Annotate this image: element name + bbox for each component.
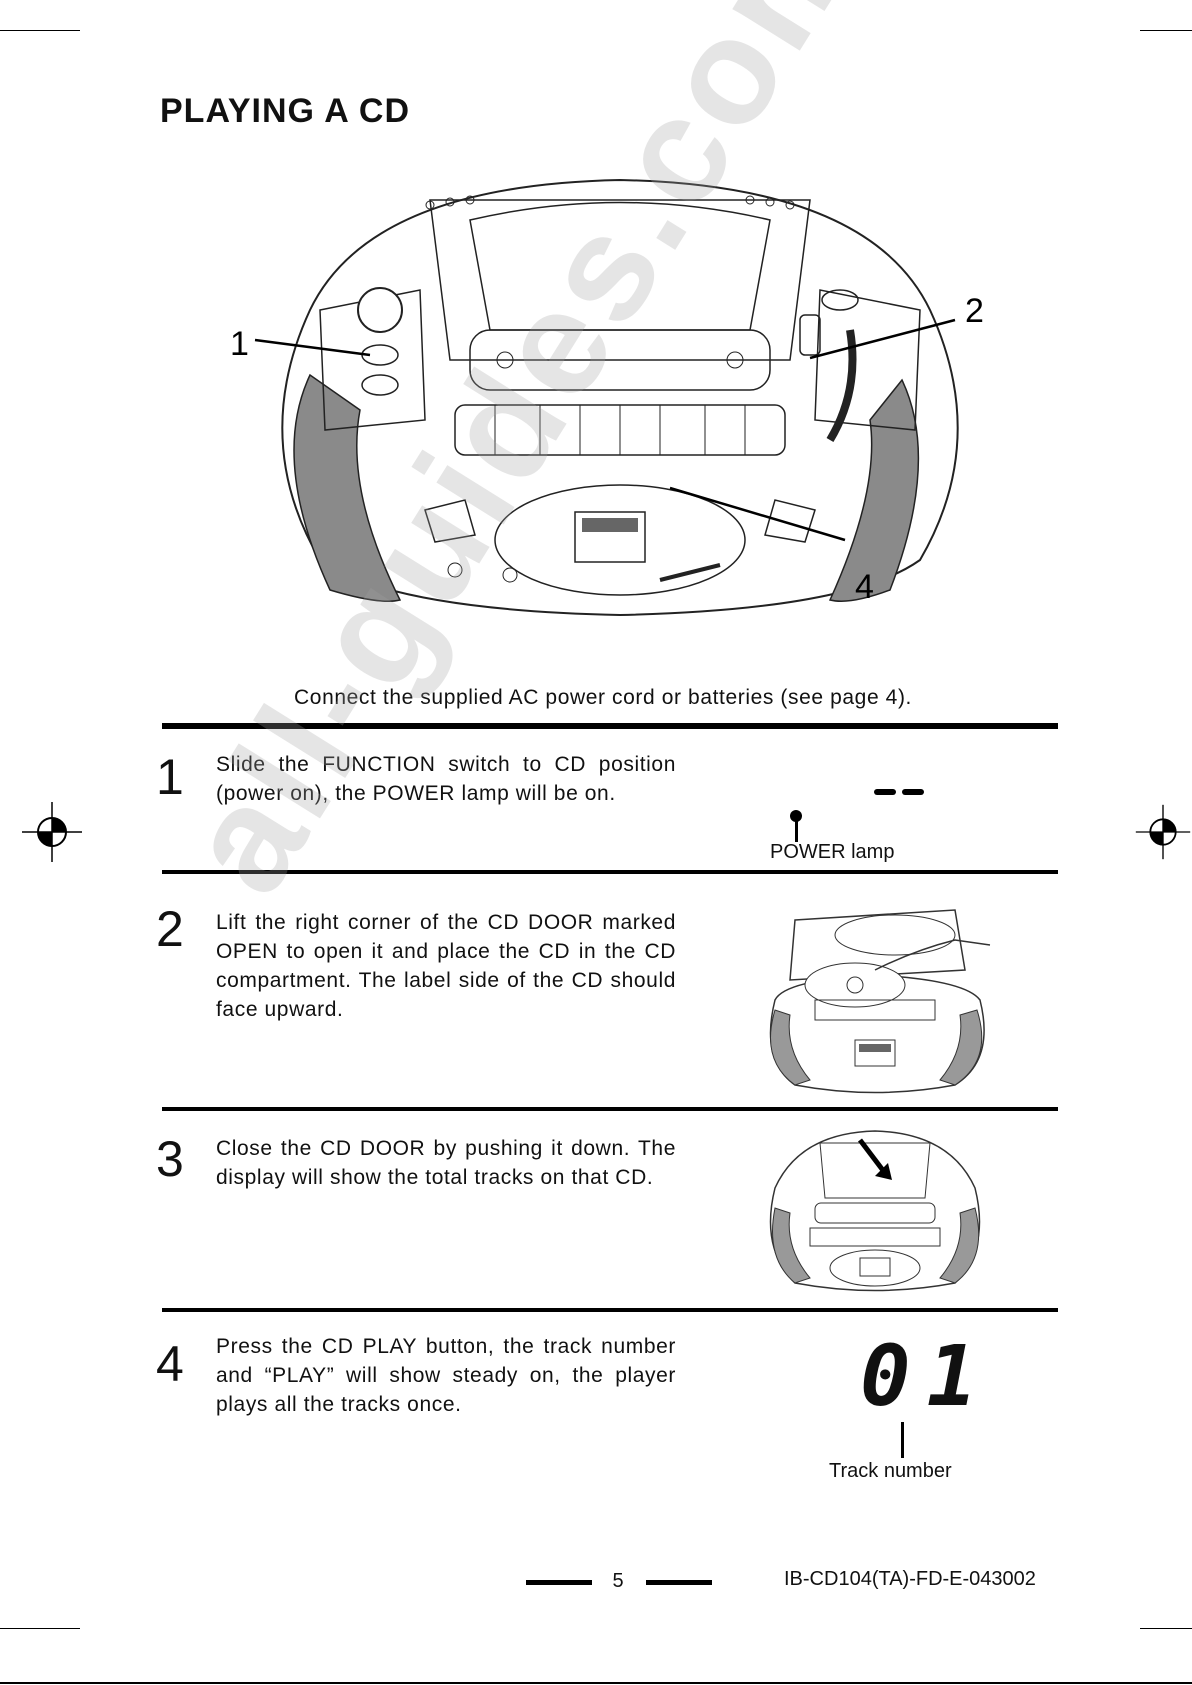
step-number: 4 xyxy=(156,1336,184,1392)
crop-mark xyxy=(0,1682,1192,1684)
document-id: IB-CD104(TA)-FD-E-043002 xyxy=(784,1568,1036,1590)
callout-2: 2 xyxy=(965,292,984,330)
crop-mark xyxy=(1140,30,1192,31)
step-text: Close the CD DOOR by pushing it down. Th… xyxy=(216,1137,676,1189)
step-text: Lift the right corner of the CD DOOR mar… xyxy=(216,911,676,1021)
lcd-dash xyxy=(874,789,896,795)
page-title: PLAYING A CD xyxy=(160,92,411,130)
divider xyxy=(162,1308,1058,1312)
power-lamp-indicator xyxy=(790,810,802,822)
boombox-illustration: 1 2 4 xyxy=(230,178,984,617)
track-number-display: 01 xyxy=(860,1327,994,1425)
power-lamp-label: POWER lamp xyxy=(770,841,895,863)
page-number: 5 xyxy=(612,1570,624,1592)
crop-mark xyxy=(0,30,80,31)
track-number-pointer xyxy=(901,1422,904,1458)
divider xyxy=(162,723,1058,729)
divider xyxy=(162,1107,1058,1111)
registration-mark-left xyxy=(22,802,82,862)
divider xyxy=(162,870,1058,874)
intro-text: Connect the supplied AC power cord or ba… xyxy=(294,686,912,709)
lcd-dash xyxy=(902,789,924,795)
lcd-dashes xyxy=(874,782,924,800)
footer-rule-left xyxy=(526,1580,592,1585)
cd-loading-illustration xyxy=(769,909,991,1094)
crop-mark xyxy=(1140,1628,1192,1629)
step-text: Slide the FUNCTION switch to CD position… xyxy=(216,753,676,805)
footer-rule-right xyxy=(646,1580,712,1585)
callout-4: 4 xyxy=(855,568,874,606)
step-number: 3 xyxy=(156,1131,184,1187)
power-lamp-pointer xyxy=(795,820,798,842)
registration-mark-right xyxy=(1135,804,1191,860)
step-number: 1 xyxy=(156,749,184,805)
callout-1: 1 xyxy=(230,325,249,363)
track-number-label: Track number xyxy=(829,1460,952,1482)
crop-mark xyxy=(0,1628,80,1629)
step-number: 2 xyxy=(156,901,184,957)
cd-close-illustration xyxy=(769,1130,981,1292)
step-text: Press the CD PLAY button, the track numb… xyxy=(216,1335,676,1416)
